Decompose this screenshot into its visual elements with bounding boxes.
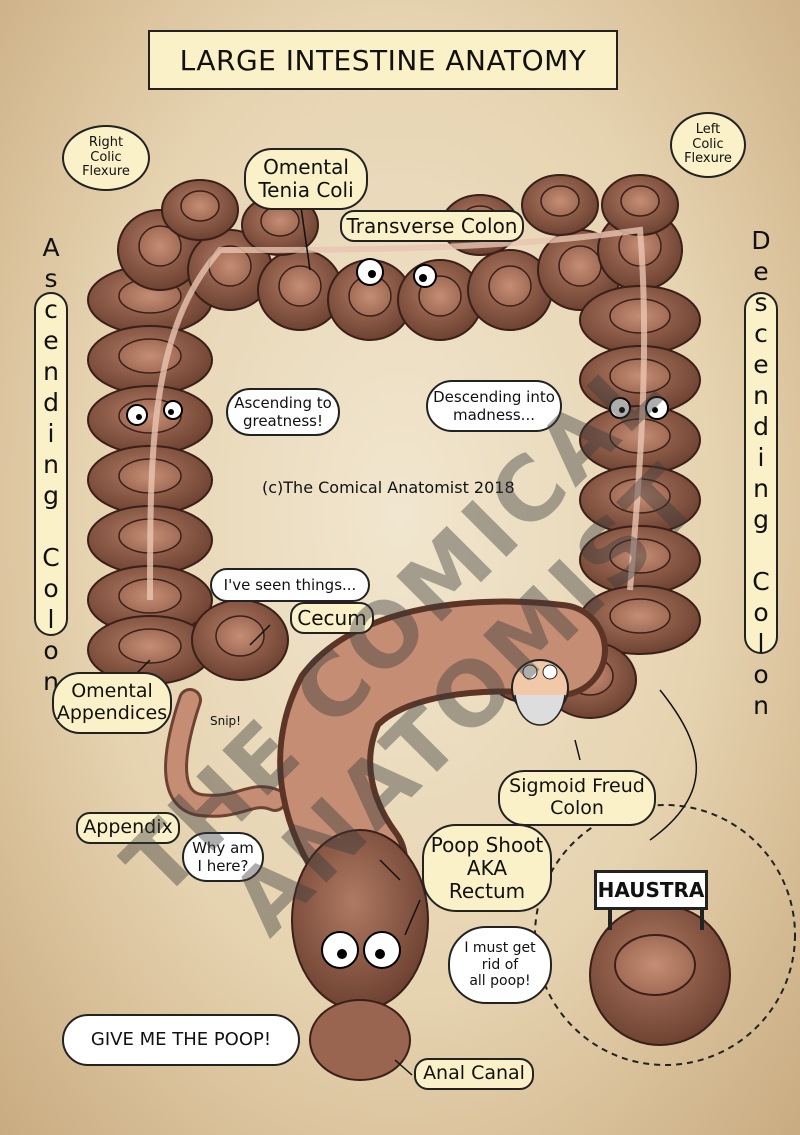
haustra-segment-inner [540, 185, 580, 217]
rectum-shape [291, 829, 429, 1011]
label-omental-tenia-coli: Omental Tenia Coli [244, 148, 368, 210]
haustra-segment-inner [609, 598, 671, 634]
haustra-segment-inner [620, 185, 660, 217]
label-sigmoid-colon: Sigmoid Freud Colon [498, 770, 656, 826]
speech-why-here: Why am I here? [182, 832, 264, 882]
snip-text: Snip! [210, 714, 241, 728]
speech-seen-things: I've seen things... [210, 568, 370, 602]
speech-give-poop: GIVE ME THE POOP! [62, 1014, 300, 1066]
haustra-segment-inner [118, 628, 182, 664]
haustra-segment-inner [138, 225, 182, 267]
haustra-segment-inner [488, 265, 532, 307]
haustra-segment-inner [260, 205, 300, 237]
label-transverse-colon: Transverse Colon [340, 210, 524, 242]
label-left-colic-flexure: Left Colic Flexure [670, 112, 746, 178]
label-cecum: Cecum [290, 602, 374, 634]
speech-descending: Descending into madness... [426, 380, 562, 432]
haustra-segment-inner [609, 358, 671, 394]
page-title: LARGE INTESTINE ANATOMY [148, 30, 618, 90]
label-appendix: Appendix [76, 812, 180, 844]
haustra-segment-inner [609, 298, 671, 334]
label-omental-appendices: Omental Appendices [52, 672, 172, 734]
haustra-segment-inner [180, 190, 220, 222]
label-anal-canal: Anal Canal [414, 1058, 534, 1090]
speech-ascending: Ascending to greatness! [226, 388, 340, 436]
label-rectum: Poop Shoot AKA Rectum [422, 824, 552, 912]
haustra-segment-inner [558, 245, 602, 287]
haustra-segment-inner [278, 265, 322, 307]
copyright-text: (c)The Comical Anatomist 2018 [262, 478, 515, 497]
haustra-sign: HAUSTRA [594, 870, 708, 910]
label-right-colic-flexure: Right Colic Flexure [62, 125, 150, 191]
haustra-segment-inner [215, 615, 265, 657]
speech-get-rid: I must get rid of all poop! [448, 926, 552, 1004]
haustra-segment-inner [609, 538, 671, 574]
